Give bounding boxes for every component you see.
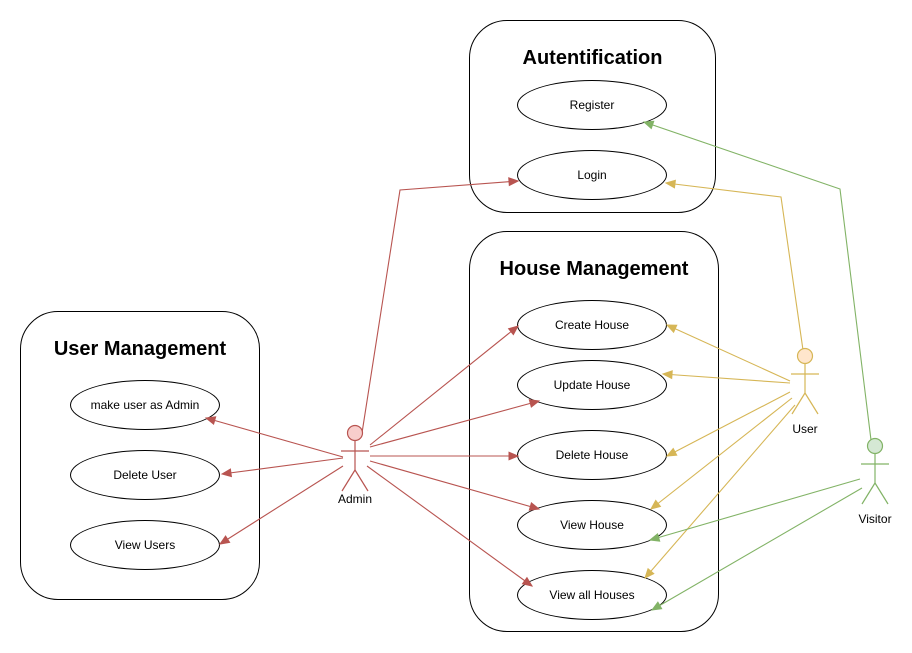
association-admin-delete-user: [220, 457, 344, 478]
arrowhead: [508, 451, 520, 461]
boundary-title-user-management: User Management: [53, 338, 227, 360]
association-line: [219, 465, 344, 545]
association-line: [369, 325, 519, 446]
association-line: [369, 460, 540, 510]
association-visitor-register: [642, 120, 872, 441]
arrowhead: [508, 177, 520, 187]
association-visitor-view-all-houses: [650, 487, 863, 611]
usecase-register[interactable]: Register: [517, 80, 667, 130]
arrowhead: [650, 601, 663, 611]
association-admin-view-house: [369, 460, 541, 511]
arrowhead: [507, 325, 520, 336]
arrowhead: [642, 120, 655, 130]
association-line: [644, 404, 796, 579]
arrowhead: [664, 179, 676, 189]
arrowhead: [218, 535, 231, 545]
usecase-view-all-houses[interactable]: View all Houses: [517, 570, 667, 620]
arrowhead: [521, 576, 534, 587]
association-line: [666, 391, 791, 457]
association-line: [649, 478, 861, 541]
association-line: [369, 400, 540, 448]
association-line: [205, 417, 344, 458]
usecase-view-users[interactable]: View Users: [70, 520, 220, 570]
arrowhead: [528, 502, 541, 511]
usecase-create-house[interactable]: Create House: [517, 300, 667, 350]
association-admin-delete-house: [370, 451, 520, 461]
boundary-title-house-management: House Management: [499, 258, 689, 280]
usecase-update-house[interactable]: Update House: [517, 360, 667, 410]
actor-admin-icon[interactable]: [341, 424, 369, 492]
association-admin-create-house: [369, 325, 520, 446]
association-line: [651, 487, 863, 611]
arrowhead: [665, 447, 678, 457]
association-user-update-house: [661, 370, 791, 384]
association-user-login: [664, 179, 804, 351]
arrowhead: [649, 499, 662, 510]
association-line: [643, 121, 872, 441]
arrowhead: [648, 532, 661, 542]
association-line: [221, 457, 344, 475]
association-user-create-house: [665, 324, 791, 382]
association-line: [366, 465, 533, 587]
association-line: [666, 324, 791, 382]
arrowhead: [665, 324, 678, 334]
usecase-delete-user[interactable]: Delete User: [70, 450, 220, 500]
association-admin-login: [361, 177, 520, 434]
association-admin-view-all-houses: [366, 465, 534, 587]
arrowhead: [220, 468, 233, 478]
usecase-make-user-admin[interactable]: make user as Admin: [70, 380, 220, 430]
association-line: [650, 397, 793, 510]
arrowhead: [644, 567, 655, 579]
actor-label-admin: Admin: [337, 492, 372, 506]
association-admin-update-house: [369, 399, 541, 448]
boundary-title-autentification: Autentification: [522, 47, 663, 69]
actor-visitor-icon[interactable]: [861, 437, 889, 505]
association-line: [662, 373, 791, 384]
association-admin-make-admin: [204, 416, 344, 458]
actor-label-user: User: [792, 422, 818, 436]
association-user-view-house: [649, 397, 793, 510]
association-user-view-all-houses: [644, 404, 796, 579]
actor-label-visitor: Visitor: [858, 512, 892, 526]
boundary-house-management: House Management: [469, 231, 719, 632]
association-admin-view-users: [218, 465, 344, 545]
association-user-delete-house: [665, 391, 791, 457]
association-line: [665, 182, 804, 351]
association-visitor-view-house: [648, 478, 861, 542]
arrowhead: [528, 399, 541, 408]
usecase-view-house[interactable]: View House: [517, 500, 667, 550]
actor-user-icon[interactable]: [791, 347, 819, 415]
usecase-login[interactable]: Login: [517, 150, 667, 200]
usecase-delete-house[interactable]: Delete House: [517, 430, 667, 480]
arrowhead: [204, 416, 217, 425]
association-line: [361, 180, 519, 434]
arrowhead: [661, 370, 673, 380]
